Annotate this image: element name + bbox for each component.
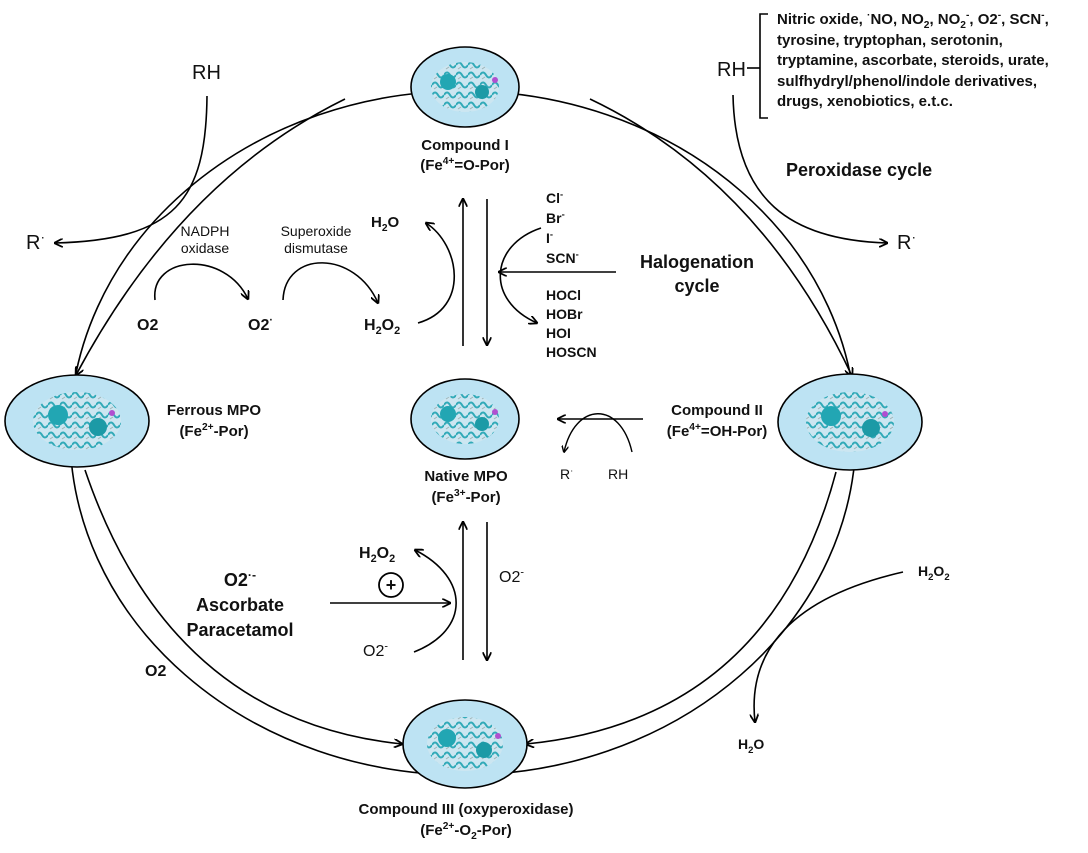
hypohalous-acid-list: HOCl HOBr HOI HOSCN bbox=[546, 287, 597, 360]
sod-line1: Superoxide bbox=[280, 223, 352, 239]
rh-compound2: RH bbox=[608, 466, 629, 482]
arrow-rh-right bbox=[732, 94, 887, 243]
compound1-name: Compound I bbox=[421, 137, 509, 154]
arrow-h2o2-to-h2o-right bbox=[754, 571, 904, 722]
native-mpo-formula: (Fe3+-Por) bbox=[431, 488, 501, 506]
ferrous-mpo-name: Ferrous MPO bbox=[166, 402, 262, 419]
o2-outer-label: O2 bbox=[145, 663, 167, 680]
arrow-o2minus-to-h2o2 bbox=[414, 550, 457, 653]
o2-minus-left: O2- bbox=[363, 640, 388, 660]
nadph-oxidase-line1: NADPH bbox=[180, 223, 230, 239]
enzyme-compound2-icon bbox=[777, 373, 923, 471]
o2-minus-right: O2- bbox=[499, 566, 524, 586]
rh-left: RH bbox=[192, 62, 221, 84]
arrow-h2o2-to-h2o bbox=[417, 223, 455, 324]
o2-radical-label: O2· bbox=[248, 314, 273, 334]
arrow-rh-to-r-compound2 bbox=[564, 413, 633, 452]
arrow-superoxide-dismutase bbox=[282, 262, 378, 303]
nadph-oxidase-line2: oxidase bbox=[180, 240, 230, 256]
enzyme-native-icon bbox=[410, 378, 520, 460]
peroxidase-cycle-title: Peroxidase cycle bbox=[786, 160, 933, 180]
arrow-halides-to-acids bbox=[499, 227, 542, 323]
compound3-name: Compound III (oxyperoxidase) bbox=[358, 801, 574, 818]
o2-label: O2 bbox=[137, 317, 159, 334]
compound3-formula: (Fe2+-O2-Por) bbox=[420, 821, 512, 842]
arrow-compound1-to-ferrous bbox=[76, 98, 346, 375]
reductant-ascorbate: Ascorbate bbox=[195, 595, 285, 615]
halogenation-title-line2: cycle bbox=[674, 276, 720, 296]
r-radical-compound2: R· bbox=[560, 465, 574, 482]
compound2-name: Compound II bbox=[671, 402, 763, 419]
r-radical-right: R· bbox=[897, 229, 916, 254]
substrate-bracket bbox=[759, 13, 768, 119]
enzyme-ferrous-icon bbox=[4, 374, 150, 468]
plus-circle-icon bbox=[378, 572, 404, 598]
plus-sign: + bbox=[385, 575, 397, 595]
arrow-ferrous-to-compound3 bbox=[84, 469, 402, 744]
compound2-formula: (Fe4+=OH-Por) bbox=[666, 422, 768, 440]
reductant-superoxide: O2·- bbox=[223, 568, 257, 590]
enzyme-compound1-icon bbox=[410, 46, 520, 128]
substrate-list: Nitric oxide, ·NO, NO2, NO2-, O2-, SCN-,… bbox=[777, 10, 1049, 110]
arrow-rh-left bbox=[55, 95, 208, 243]
h2o2-compound3: H2O2 bbox=[359, 545, 396, 566]
arrow-compound3-to-compound2 bbox=[526, 471, 837, 744]
rh-right: RH bbox=[717, 59, 746, 81]
native-mpo-name: Native MPO bbox=[424, 468, 508, 485]
halide-list: Cl-Br-I-SCN- bbox=[546, 189, 579, 266]
h2o-right: H2O bbox=[738, 736, 765, 756]
compound1-formula: (Fe4+=O-Por) bbox=[420, 156, 510, 174]
arrow-nadph-oxidase bbox=[154, 263, 248, 300]
sod-line2: dismutase bbox=[284, 240, 348, 256]
reductant-paracetamol: Paracetamol bbox=[186, 620, 294, 640]
h2o2-substrate: H2O2 bbox=[364, 317, 401, 338]
halogenation-title-line1: Halogenation bbox=[639, 252, 755, 272]
r-radical-left: R· bbox=[26, 229, 45, 254]
arrow-compound1-to-compound2 bbox=[589, 98, 852, 376]
h2o2-right: H2O2 bbox=[918, 563, 950, 583]
h2o-product: H2O bbox=[371, 214, 400, 234]
enzyme-compound3-icon bbox=[402, 699, 528, 789]
ferrous-mpo-formula: (Fe2+-Por) bbox=[179, 422, 249, 440]
